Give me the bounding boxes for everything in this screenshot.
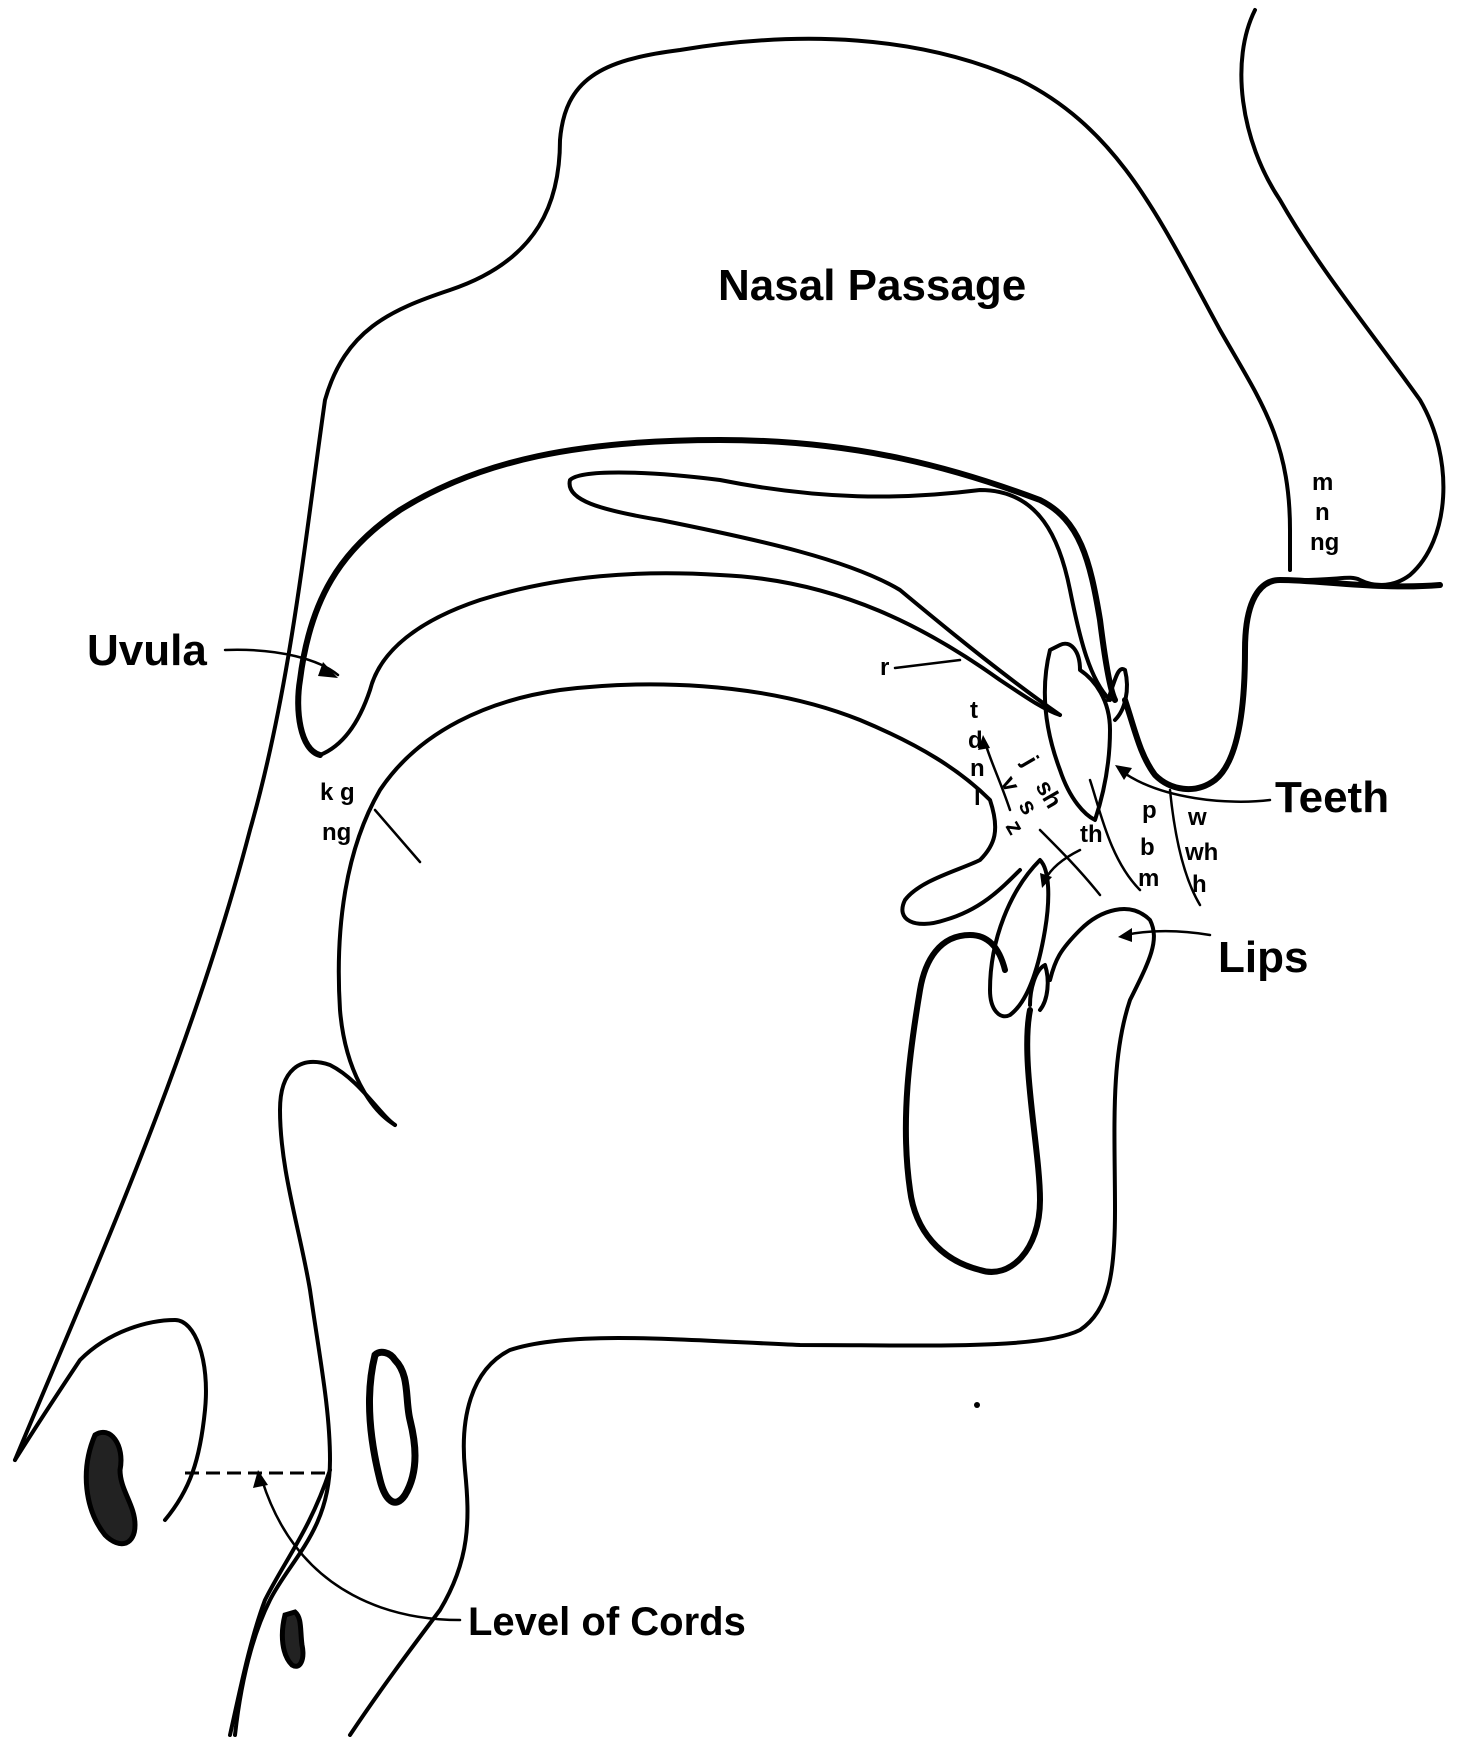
p-label: p bbox=[1142, 797, 1157, 824]
velum-outline bbox=[570, 473, 1110, 716]
w-label: w bbox=[1187, 804, 1207, 831]
teeth-label: Teeth bbox=[1275, 773, 1389, 822]
s-label: s bbox=[1013, 795, 1043, 820]
velar-kg-label: k g bbox=[320, 779, 355, 806]
m-label: m bbox=[1138, 865, 1159, 892]
nasal-passage-outline bbox=[15, 39, 1290, 1460]
roof-of-mouth-outline bbox=[320, 573, 1060, 755]
velar-ng-label: ng bbox=[322, 819, 351, 846]
th-label: th bbox=[1080, 821, 1103, 848]
b-label: b bbox=[1140, 834, 1155, 861]
lips-label: Lips bbox=[1218, 933, 1308, 982]
d-label: d bbox=[968, 727, 983, 754]
nose-outline bbox=[1241, 10, 1443, 585]
v-label: v bbox=[995, 772, 1025, 798]
r-pointer bbox=[895, 660, 960, 668]
nasal-n-label: n bbox=[1315, 499, 1330, 526]
cords-left-wall bbox=[230, 1470, 330, 1735]
r-label: r bbox=[880, 654, 889, 681]
nasal-passage-label: Nasal Passage bbox=[718, 261, 1026, 310]
uvula-label: Uvula bbox=[87, 626, 207, 675]
nasal-ng-label: ng bbox=[1310, 529, 1339, 556]
nasal-m-label: m bbox=[1312, 469, 1333, 496]
tongue-outline bbox=[339, 684, 1020, 1125]
l-label: l bbox=[974, 784, 981, 811]
upper-lip-outline bbox=[1125, 580, 1440, 789]
trachea-blob bbox=[282, 1612, 303, 1666]
lips-arrow bbox=[1125, 931, 1210, 935]
t-label: t bbox=[970, 697, 978, 724]
lips-arrowhead bbox=[1118, 928, 1132, 942]
z-label: z bbox=[1000, 816, 1029, 840]
lower-incisor bbox=[990, 860, 1048, 1016]
lower-lip-outline bbox=[906, 935, 1040, 1272]
wh-label: wh bbox=[1184, 839, 1218, 866]
th-arrowhead bbox=[1040, 873, 1052, 888]
velar-pointer bbox=[375, 810, 420, 862]
speck bbox=[974, 1402, 980, 1408]
larynx-right-blob bbox=[370, 1352, 415, 1502]
n-label: n bbox=[970, 755, 985, 782]
larynx-left-blob bbox=[86, 1432, 135, 1543]
level-of-cords-label: Level of Cords bbox=[468, 1600, 746, 1644]
palate-outline bbox=[298, 440, 1115, 755]
h-label: h bbox=[1192, 871, 1207, 898]
lower-incisor-back bbox=[1030, 965, 1048, 1010]
j-label: j bbox=[1016, 751, 1043, 771]
